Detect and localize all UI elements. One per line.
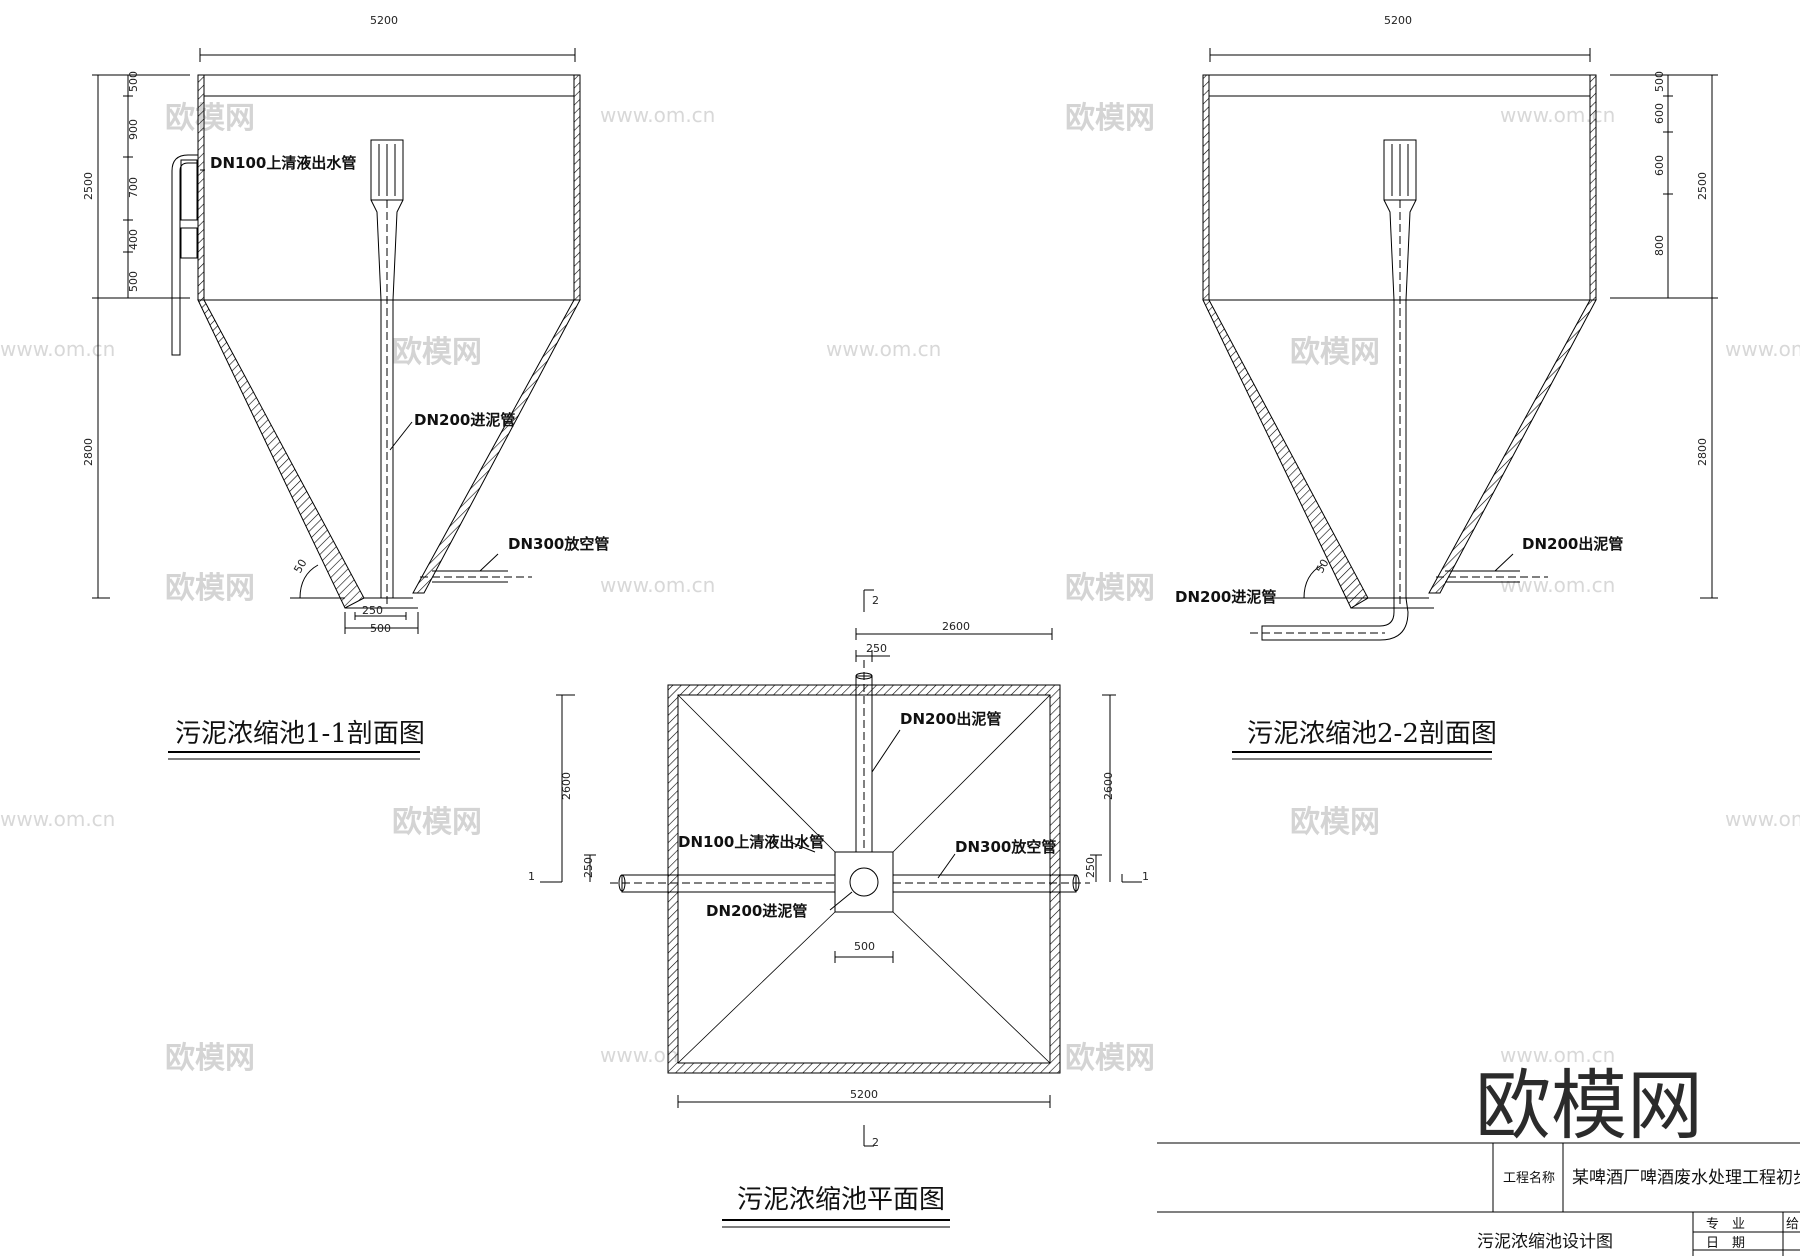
section-1-1	[92, 48, 581, 634]
watermark-url: www.om.cn	[600, 573, 715, 597]
dim-bottom-250: 250	[362, 604, 383, 617]
watermark-url: www.om.cn	[1725, 807, 1800, 831]
label-outlet-pipe: DN200出泥管	[1522, 535, 1623, 553]
dim-500: 500	[1653, 71, 1666, 92]
section-mark-1-right: 1	[1142, 870, 1149, 883]
dim-plan-left-pipe: 250	[582, 857, 595, 878]
dim-plan-bottom: 5200	[850, 1088, 878, 1101]
label-plan-outlet: DN200出泥管	[900, 710, 1001, 728]
watermark-brand: 欧模网	[1290, 805, 1380, 840]
section-mark-2-top: 2	[872, 594, 879, 607]
dim-bottom-500: 500	[370, 622, 391, 635]
watermark-brand: 欧模网	[165, 1041, 255, 1076]
section-1-1-text: 5200 500 900 700 400 500 2500 2800 250 5…	[82, 14, 609, 749]
watermark-url: www.om.cn	[1500, 1043, 1615, 1067]
watermark-url: www.om.cn	[1725, 337, 1800, 361]
dim-plan-right-pipe: 250	[1084, 857, 1097, 878]
watermark-url: www.om.cn	[0, 337, 115, 361]
dim-total-lower: 2800	[82, 438, 95, 466]
date-label: 日 期	[1706, 1236, 1745, 1251]
dim-700: 700	[127, 177, 140, 198]
dim-500: 500	[127, 71, 140, 92]
dim-600: 600	[1653, 155, 1666, 176]
plan-view-text: 2 2 1 1 2600 250 2600 250 2600 250 500 5…	[528, 594, 1149, 1215]
label-inlet-pipe: DN200进泥管	[414, 411, 515, 429]
dim-total-upper: 2500	[1696, 172, 1709, 200]
label-drain-pipe: DN300放空管	[508, 535, 609, 553]
title-block-text: 工程名称 某啤酒厂啤酒废水处理工程初步 污泥浓缩池设计图 专 业 日 期 给	[1477, 1168, 1800, 1252]
dim-plan-top: 2600	[942, 620, 970, 633]
section-mark-1-left: 1	[528, 870, 535, 883]
project-name: 某啤酒厂啤酒废水处理工程初步	[1572, 1168, 1800, 1188]
drawing-name: 污泥浓缩池设计图	[1477, 1232, 1613, 1252]
dim-top-width: 5200	[1384, 14, 1412, 27]
watermark-brand: 欧模网	[165, 101, 255, 136]
dim-total-lower: 2800	[1696, 438, 1709, 466]
watermark-url: www.om.cn	[1500, 103, 1615, 127]
section-2-2-title: 污泥浓缩池2-2剖面图	[1247, 719, 1497, 749]
dim-plan-left: 2600	[560, 772, 573, 800]
label-inlet-pipe: DN200进泥管	[1175, 588, 1276, 606]
watermark-brand: 欧模网	[1065, 101, 1155, 136]
dim-plan-pipe: 250	[866, 642, 887, 655]
plan-view	[540, 589, 1142, 1147]
plan-title: 污泥浓缩池平面图	[737, 1185, 945, 1215]
dim-plan-right: 2600	[1102, 772, 1115, 800]
watermark-url: www.om.cn	[1500, 573, 1615, 597]
discipline-label: 专 业	[1706, 1217, 1745, 1232]
watermark-brand: 欧模网	[1065, 571, 1155, 606]
watermark-brand: 欧模网	[1065, 1041, 1155, 1076]
project-label: 工程名称	[1503, 1170, 1555, 1186]
watermark-url: www.om.cn	[600, 103, 715, 127]
watermark-brand: 欧模网	[392, 335, 482, 370]
title-block	[1157, 1142, 1800, 1256]
watermark-brand: 欧模网	[1290, 335, 1380, 370]
watermark-brand: 欧模网	[165, 571, 255, 606]
label-plan-overflow: DN100上清液出水管	[678, 833, 824, 851]
dim-angle: 50	[291, 557, 309, 576]
dim-800: 800	[1653, 235, 1666, 256]
watermark-url: www.om.cn	[0, 807, 115, 831]
dim-900: 900	[127, 119, 140, 140]
label-overflow-pipe: DN100上清液出水管	[210, 154, 356, 172]
label-plan-inlet: DN200进泥管	[706, 902, 807, 920]
label-plan-drain: DN300放空管	[955, 838, 1056, 856]
dim-top-width: 5200	[370, 14, 398, 27]
section-2-2-text: 5200 500 600 600 800 2500 2800 50 DN200出…	[1175, 14, 1709, 749]
section-2-2	[1202, 48, 1718, 641]
section-1-1-title: 污泥浓缩池1-1剖面图	[175, 719, 425, 749]
watermark-brand: 欧模网	[392, 805, 482, 840]
dim-total-upper: 2500	[82, 172, 95, 200]
dim-angle: 50	[1313, 557, 1331, 576]
dim-plan-box: 500	[854, 940, 875, 953]
dim-500: 500	[127, 271, 140, 292]
dim-400: 400	[127, 229, 140, 250]
dim-600: 600	[1653, 103, 1666, 124]
watermark-url: www.om.cn	[826, 337, 941, 361]
discipline-value: 给	[1786, 1217, 1799, 1232]
section-mark-2-bottom: 2	[872, 1136, 879, 1149]
watermark-brand-large: 欧模网	[1475, 1061, 1703, 1150]
